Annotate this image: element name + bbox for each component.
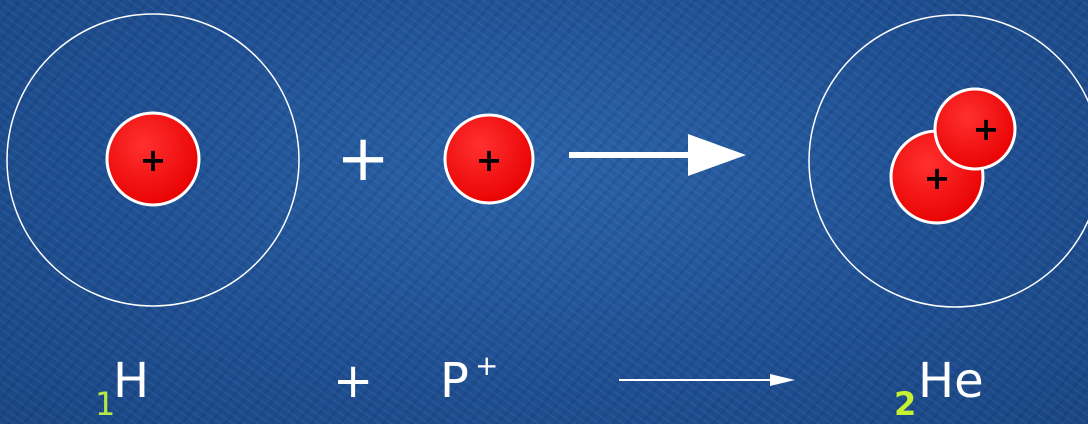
hydrogen-proton-ball — [105, 111, 201, 207]
hydrogen-symbol: H — [113, 353, 150, 409]
free-proton-ball — [443, 113, 535, 205]
reaction-arrow-small — [619, 374, 795, 386]
proton-symbol: P — [440, 353, 469, 409]
helium-proton-upper-ball — [933, 87, 1017, 171]
equation-arrow-head — [770, 374, 795, 386]
helium-orbit — [808, 14, 1088, 308]
hydrogen-proton: + — [105, 111, 201, 207]
free-proton: + — [443, 113, 535, 205]
reaction-arrow-head — [688, 134, 746, 176]
helium-proton-lower-sign: + — [924, 159, 951, 197]
hydrogen-atomic-number: 1 — [95, 385, 116, 423]
helium-atom: + + — [808, 14, 1088, 308]
free-proton-sign: + — [476, 141, 503, 179]
proton-charge: + — [475, 349, 499, 382]
hydrogen-atom: + — [6, 13, 300, 307]
helium-proton-upper: + — [933, 87, 1017, 171]
helium-atomic-number: 2 — [894, 385, 917, 423]
hydrogen-proton-sign: + — [140, 141, 167, 179]
diagram-plus-sign: + — [336, 122, 390, 196]
equation-plus-sign: + — [333, 353, 374, 409]
helium-proton-upper-sign: + — [973, 110, 1000, 148]
hydrogen-orbit — [6, 13, 300, 307]
reaction-arrow-large — [569, 134, 746, 176]
helium-symbol: He — [918, 353, 984, 409]
